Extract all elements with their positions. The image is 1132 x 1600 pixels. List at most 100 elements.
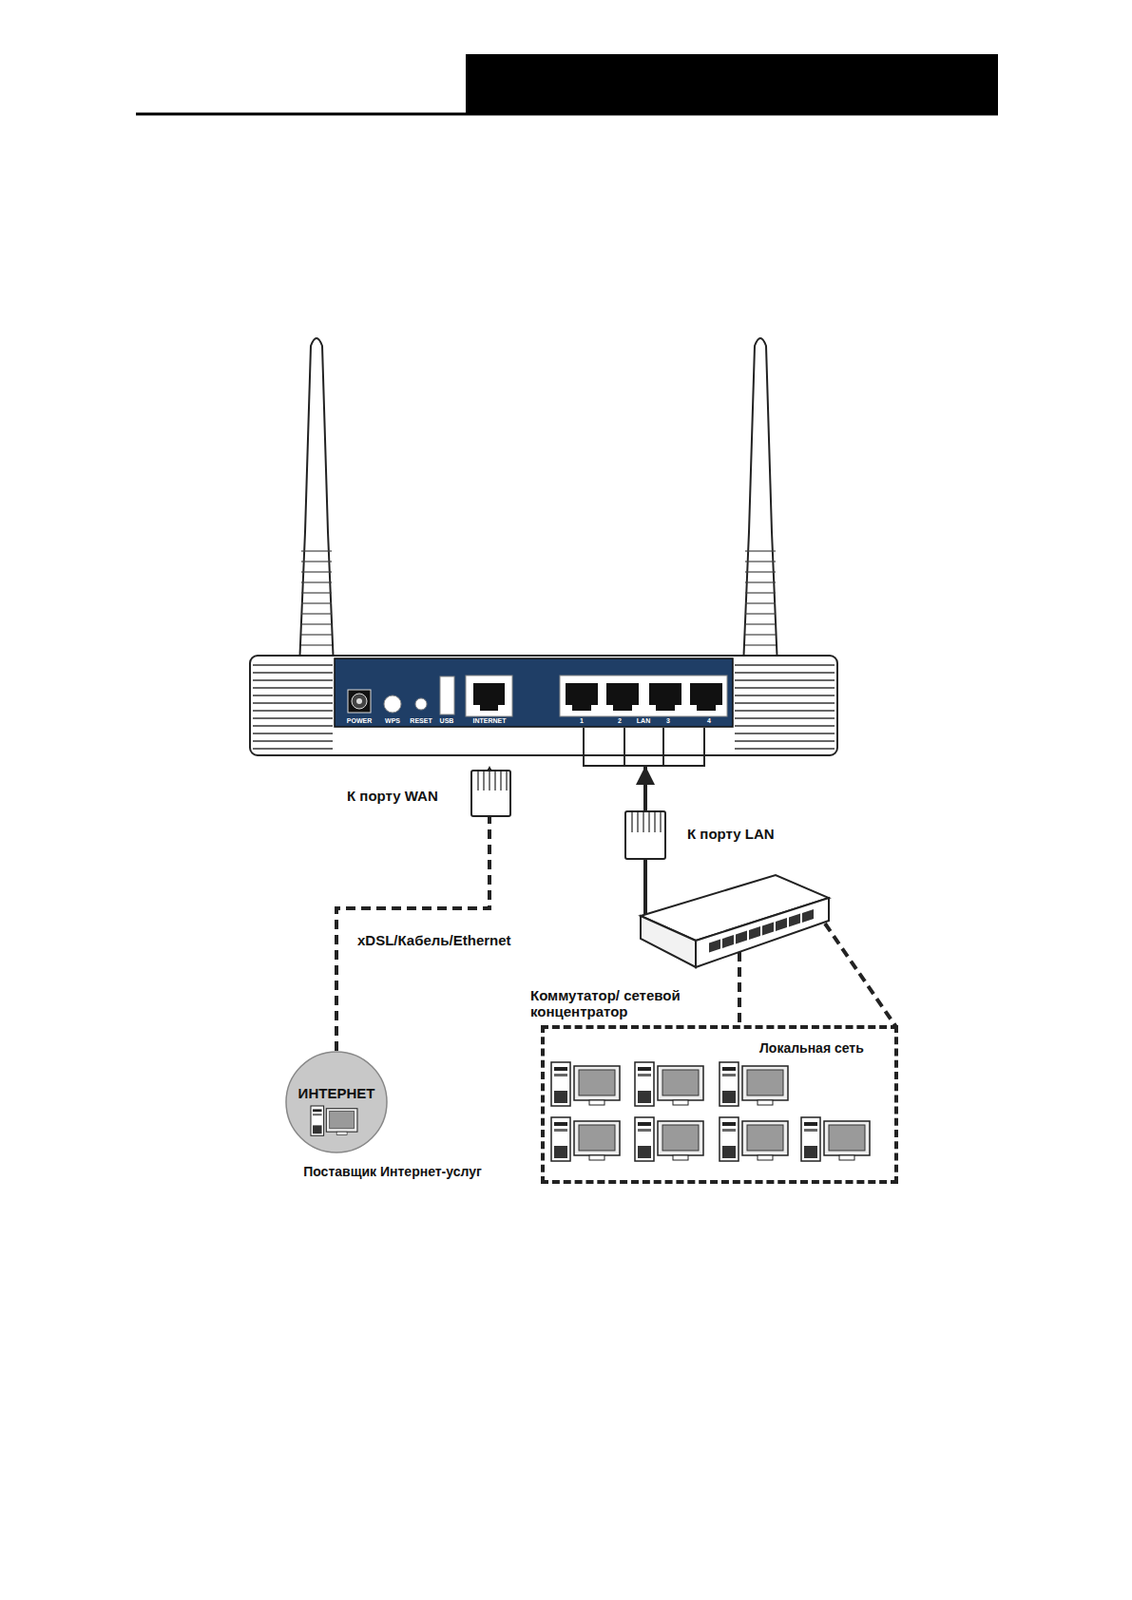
- internet-label: ИНТЕРНЕТ: [298, 1085, 376, 1102]
- computers: [310, 1062, 870, 1162]
- antenna-groove: [301, 613, 332, 614]
- body-rib: [734, 694, 835, 696]
- computer-icon: [801, 1117, 870, 1162]
- body-rib: [252, 671, 333, 673]
- switch-port: [762, 922, 774, 937]
- body-rib: [734, 709, 835, 711]
- computer-icon: [551, 1117, 620, 1162]
- body-rib: [252, 694, 333, 696]
- rj45-plug: [471, 770, 511, 817]
- port-label: WPS: [384, 717, 401, 726]
- computer-icon: [634, 1062, 704, 1107]
- body-rib: [252, 687, 333, 689]
- body-rib: [252, 740, 333, 742]
- lan-port: [649, 683, 682, 711]
- cable-connector: [336, 766, 490, 1052]
- port-label: RESET: [409, 717, 432, 726]
- switch-port: [788, 914, 801, 928]
- router-body: [249, 655, 838, 756]
- port-label: 1: [579, 717, 584, 726]
- antenna-groove: [745, 613, 776, 614]
- header-bar: [465, 54, 998, 115]
- body-rib: [734, 687, 835, 689]
- port-label: 3: [666, 717, 671, 726]
- antenna-groove: [301, 592, 332, 594]
- antenna-groove: [301, 644, 332, 646]
- switch-box: Коммутатор/ сетевой концентратор: [640, 875, 831, 970]
- lan-bracket: [583, 728, 705, 767]
- computer-icon: [719, 1062, 788, 1107]
- network-label: Локальная сеть: [759, 1040, 864, 1056]
- antenna-groove: [301, 633, 332, 635]
- antenna-groove: [301, 581, 332, 583]
- antenna-groove: [745, 571, 776, 573]
- antenna-groove: [745, 592, 776, 594]
- antenna: [299, 338, 778, 668]
- antenna-groove: [745, 654, 776, 656]
- header-rule: [135, 113, 998, 116]
- body-rib: [734, 664, 835, 666]
- internet-label: Поставщик Интернет-услуг: [303, 1164, 482, 1180]
- antenna-groove: [745, 633, 776, 635]
- panel-parts: [347, 675, 728, 717]
- body-rib: [734, 748, 835, 749]
- antenna-groove: [301, 654, 332, 656]
- network-leader: [825, 923, 897, 1028]
- body-rib: [252, 679, 333, 681]
- lan-port: [690, 683, 723, 711]
- body-rib: [252, 717, 333, 719]
- antenna-groove: [745, 560, 776, 562]
- antenna-groove: [301, 550, 332, 552]
- body-rib: [734, 702, 835, 704]
- computer-icon: [719, 1117, 788, 1162]
- port-callout: К порту LAN: [687, 825, 775, 843]
- circle-outline: [285, 1051, 388, 1154]
- body-rib: [734, 725, 835, 727]
- switch-outline: [640, 875, 831, 970]
- lan-port: [606, 683, 639, 711]
- antenna-groove: [301, 560, 332, 562]
- switch-port: [735, 931, 748, 945]
- body-rib: [734, 717, 835, 719]
- body-rib: [252, 709, 333, 711]
- cable-connector: [737, 952, 742, 1026]
- router-panel: [334, 658, 733, 728]
- computer-icon: [310, 1106, 358, 1136]
- computer-icon: [551, 1062, 620, 1107]
- port-callout: К порту WAN: [346, 787, 439, 805]
- computer-icon: [634, 1117, 704, 1162]
- antenna-groove: [745, 644, 776, 646]
- body-rib: [734, 732, 835, 734]
- body-rib: [734, 740, 835, 742]
- port-label: 4: [707, 717, 711, 726]
- antenna-groove: [301, 602, 332, 604]
- switch-port: [802, 909, 814, 923]
- switch-port: [775, 918, 787, 932]
- body-rib: [252, 732, 333, 734]
- computer-icon: [310, 1106, 358, 1136]
- antenna-groove: [301, 623, 332, 625]
- body-rib: [252, 725, 333, 727]
- switch-port: [748, 926, 761, 941]
- port-label: POWER: [346, 717, 372, 726]
- antenna-groove: [745, 602, 776, 604]
- antenna-groove: [745, 581, 776, 583]
- body-rib: [734, 671, 835, 673]
- rj45-plug: [625, 811, 666, 860]
- lan-port: [565, 683, 598, 711]
- body-rib: [252, 748, 333, 749]
- port-label: LAN: [636, 717, 651, 726]
- internet-circle: ИНТЕРНЕТПоставщик Интернет-услуг: [285, 1051, 388, 1154]
- cable-connector: [643, 766, 648, 918]
- antenna-groove: [301, 571, 332, 573]
- switch-label: Коммутатор/ сетевой концентратор: [530, 987, 692, 1021]
- router-panel: POWERWPSRESETUSBINTERNET12LAN34: [334, 658, 733, 767]
- antenna-groove: [745, 623, 776, 625]
- connection-label: xDSL/Кабель/Ethernet: [357, 932, 512, 949]
- antenna-groove: [745, 550, 776, 552]
- body-rib: [252, 664, 333, 666]
- port-label: 2: [617, 717, 622, 726]
